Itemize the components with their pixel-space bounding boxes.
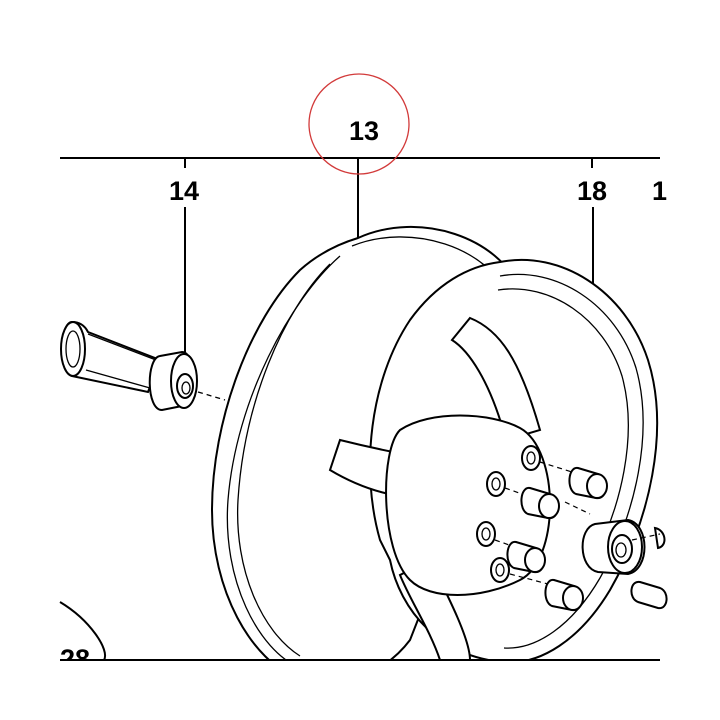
axle-shaft (60, 320, 162, 394)
axis-line (197, 391, 226, 401)
callout-13-label[interactable]: 13 (349, 116, 379, 146)
wheel-nuts-18 (506, 467, 608, 612)
callout-28-arc (59, 601, 107, 661)
stud-guide-lines (494, 461, 591, 585)
callout-18-label[interactable]: 18 (577, 176, 607, 206)
callout-14-label[interactable]: 14 (169, 176, 199, 206)
wheel-studs (476, 445, 541, 583)
callout-13-highlight-circle[interactable] (308, 73, 410, 175)
callout-1-label[interactable]: 1 (652, 176, 667, 206)
spacer-sleeve-14 (148, 350, 198, 412)
bottom-margin (0, 661, 720, 720)
wheel-rim-13 (210, 225, 658, 685)
hub-bearing (581, 518, 668, 610)
